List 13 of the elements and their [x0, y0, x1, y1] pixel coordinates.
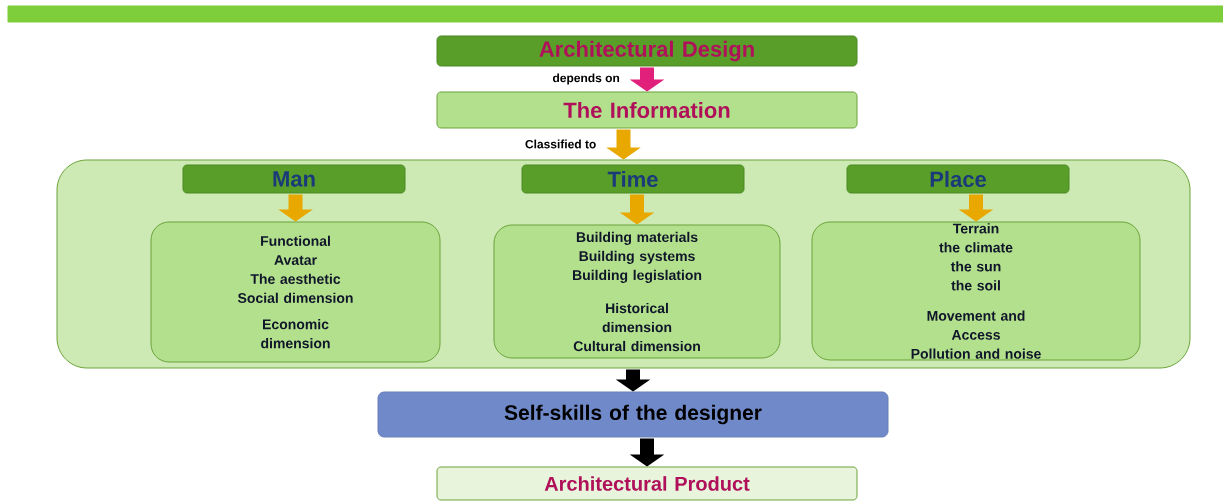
- process-box: Self-skills of the designer: [377, 391, 889, 438]
- edge-label: Classified to: [525, 139, 596, 149]
- top-bar: [7, 5, 1223, 23]
- result-box: Architectural Product: [436, 466, 858, 501]
- list-box: Terrain the climate the sun the soil Movement and Access Pollution and noise: [811, 221, 1141, 361]
- category-box: Man: [182, 164, 406, 194]
- edge-label: depends on: [552, 73, 620, 85]
- list-box: Functional Avatar The aesthetic Social dimension Economic dimension: [150, 221, 441, 363]
- category-box: Time: [521, 164, 745, 194]
- category-box: Place: [846, 164, 1070, 194]
- process-box: The Information: [436, 91, 858, 129]
- title-box: Architectural Design: [436, 35, 858, 67]
- list-box: Building materials Building systems Building legislation Historical dimension Cultural dimension: [493, 224, 781, 359]
